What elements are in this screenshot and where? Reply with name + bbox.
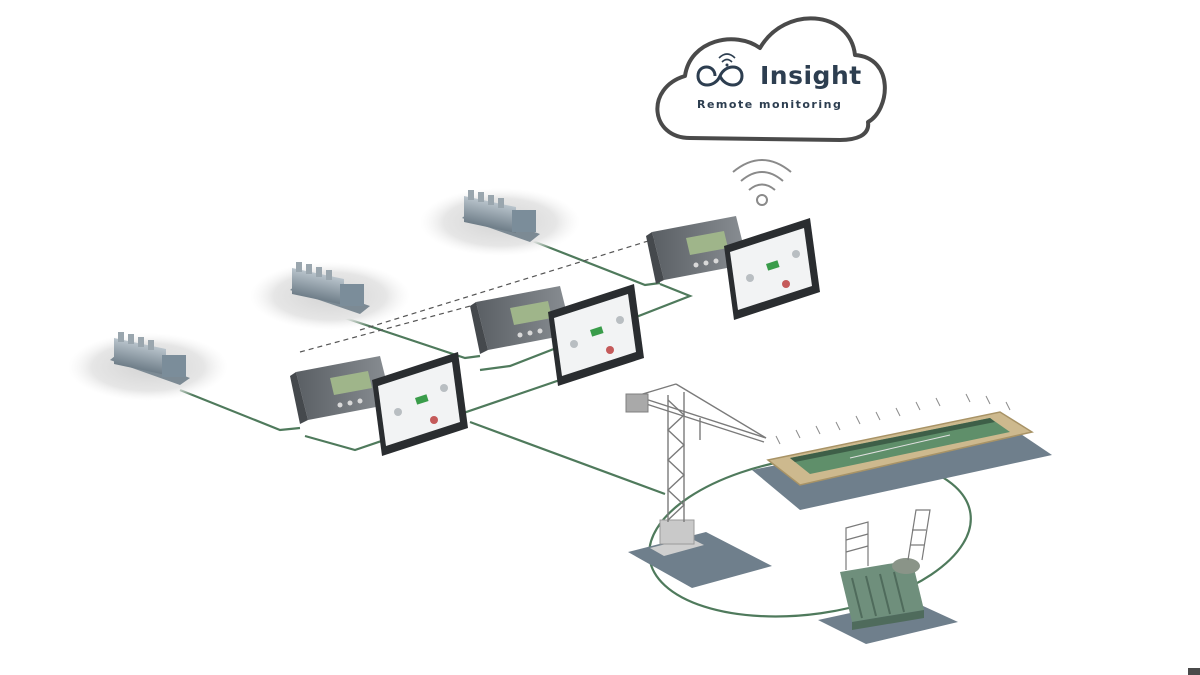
controller-3	[646, 216, 820, 320]
controller-module-icon	[646, 216, 748, 284]
diesel-generator-icon	[110, 332, 190, 385]
touch-display-icon	[548, 284, 644, 386]
diesel-generator-icon	[290, 262, 370, 314]
controller-1	[290, 352, 468, 456]
infinity-wifi-icon	[696, 53, 744, 87]
corner-mark	[1188, 668, 1200, 675]
controller-2	[470, 284, 644, 386]
generator-2	[250, 262, 410, 330]
touch-display-icon	[372, 352, 468, 456]
generator-1	[68, 332, 228, 401]
cloud-brand-name: Insight	[760, 61, 862, 90]
controller-module-icon	[470, 286, 572, 354]
diesel-generator-icon	[462, 190, 540, 242]
cloud-outline	[655, 16, 887, 142]
power-transformer-icon	[818, 509, 958, 644]
cloud-tagline: Remote monitoring	[697, 98, 842, 111]
controller-module-icon	[290, 356, 392, 424]
stadium-icon	[752, 393, 1052, 510]
generator-3	[420, 188, 580, 256]
insight-cloud: Insight Remote monitoring	[655, 16, 887, 142]
touch-display-icon	[724, 218, 820, 320]
communication-links	[299, 224, 701, 353]
wifi-icon	[732, 159, 792, 206]
tower-crane-icon	[625, 383, 772, 588]
